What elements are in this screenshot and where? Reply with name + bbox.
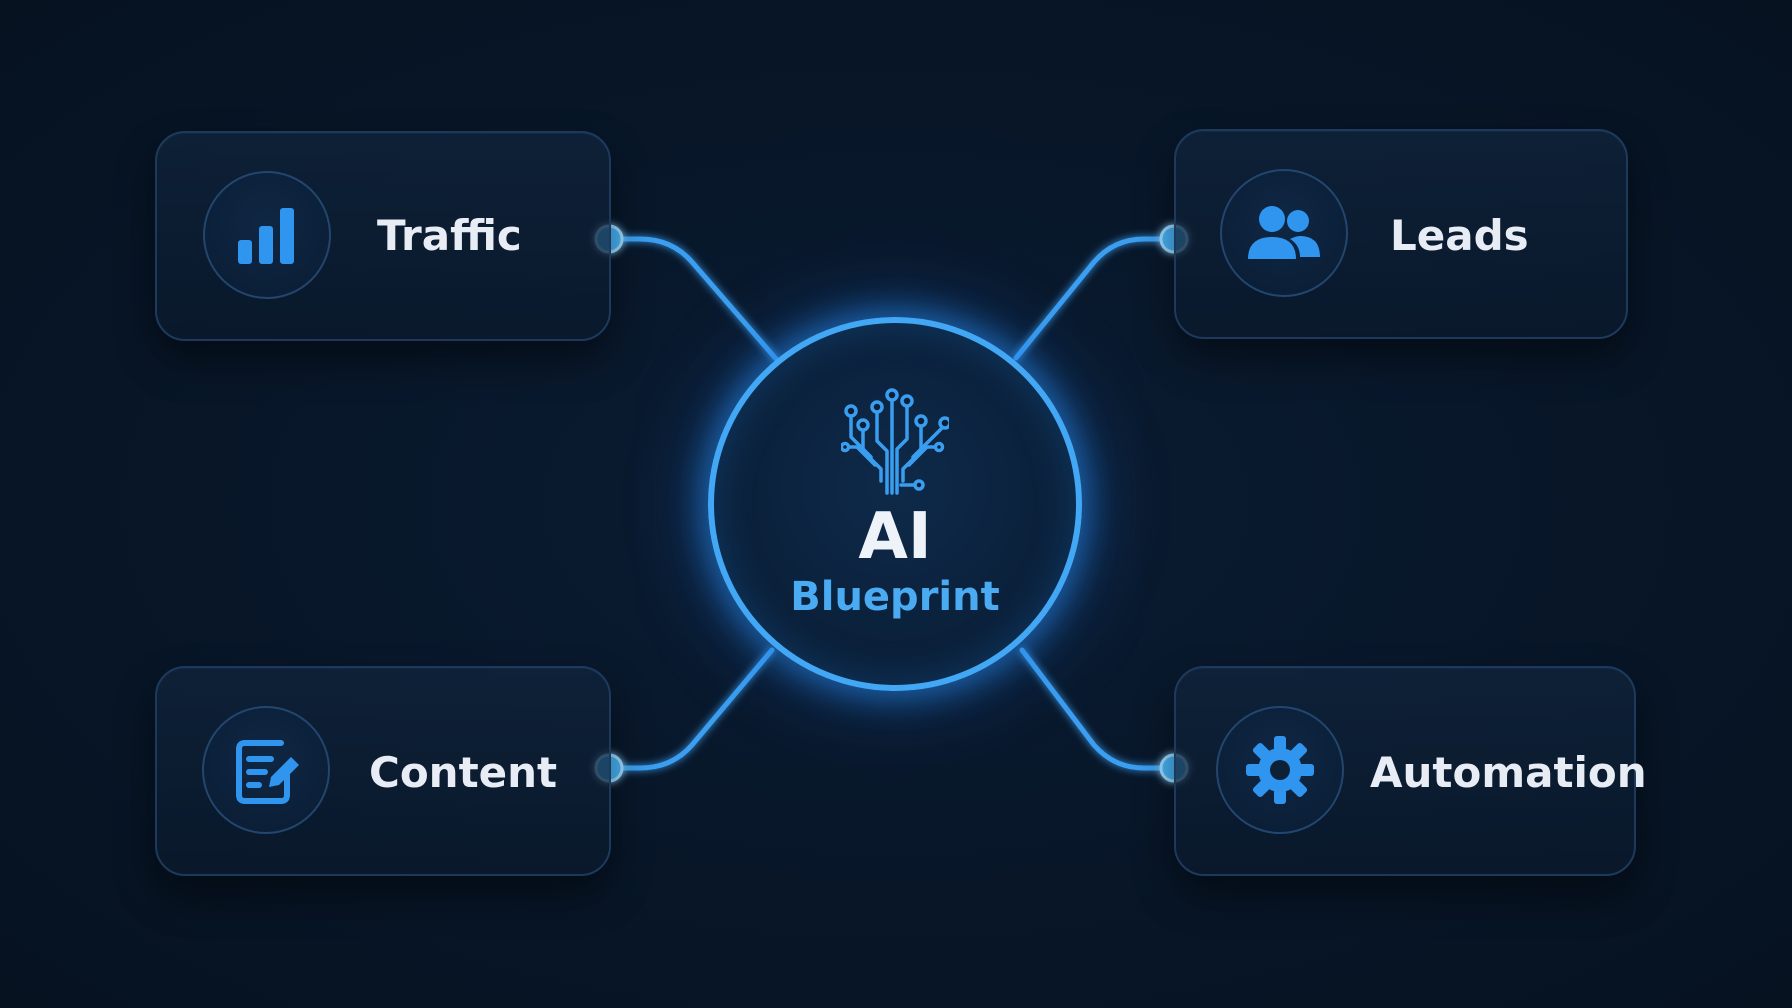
connector-leads — [1013, 236, 1177, 361]
node-icon-circle-content — [202, 706, 330, 834]
connector-traffic — [606, 236, 780, 363]
hub-subtitle: Blueprint — [790, 574, 1000, 620]
hub-title: AI — [858, 500, 932, 574]
node-card-automation[interactable]: Automation — [1174, 666, 1647, 876]
connector-content — [606, 647, 775, 771]
node-label-content: Content — [369, 748, 558, 797]
circuit-tree-icon — [841, 388, 949, 495]
node-icon-circle-traffic — [203, 171, 331, 299]
node-label-automation: Automation — [1370, 748, 1647, 797]
node-card-content[interactable]: Content — [155, 666, 611, 876]
node-card-traffic[interactable]: Traffic — [155, 131, 611, 341]
document-edit-icon — [236, 740, 299, 804]
hub-circle[interactable]: AI Blueprint — [708, 317, 1082, 691]
node-label-traffic: Traffic — [377, 211, 522, 260]
node-card-leads[interactable]: Leads — [1174, 129, 1628, 339]
node-icon-circle-automation — [1216, 706, 1344, 834]
connector-automation — [1019, 647, 1177, 771]
users-icon — [1248, 206, 1320, 259]
node-label-leads: Leads — [1390, 211, 1529, 260]
node-icon-circle-leads — [1220, 169, 1348, 297]
bar-chart-icon — [238, 208, 294, 264]
gear-icon — [1246, 736, 1314, 804]
